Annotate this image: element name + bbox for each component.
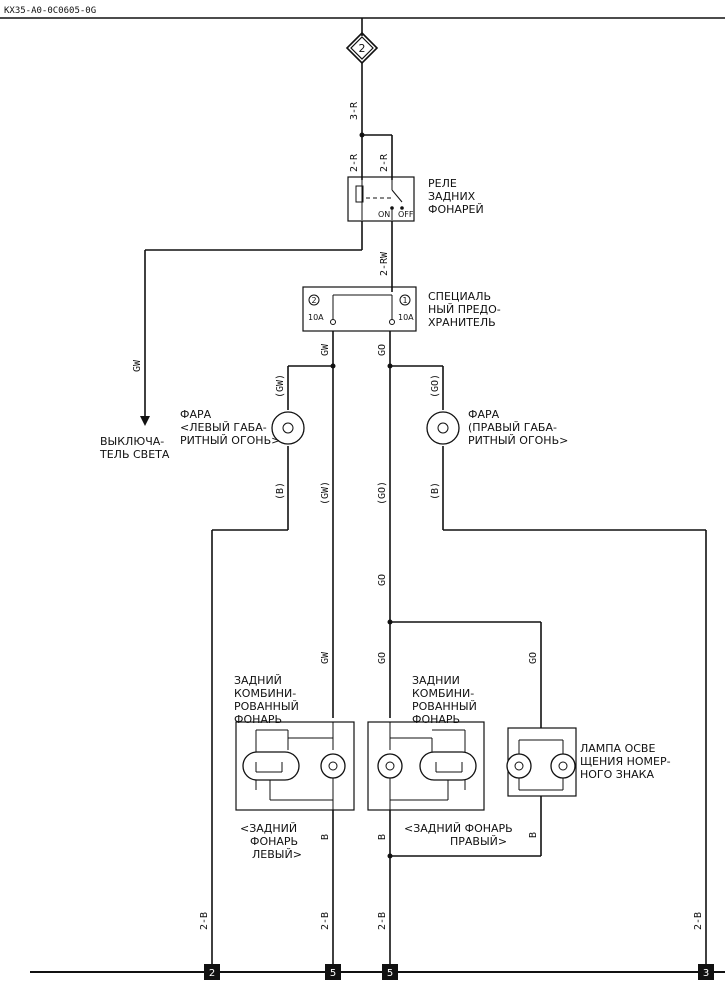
svg-text:ХРАНИТЕЛЬ: ХРАНИТЕЛЬ — [428, 316, 496, 329]
headlamp-left-bulb-icon — [271, 411, 305, 445]
svg-text:<ЗАДНИЙ ФОНАРЬ: <ЗАДНИЙ ФОНАРЬ — [404, 822, 513, 835]
rear-right-lamp-label: ЗАДНИИ КОМБИНИ- РОВАННЫЙ ФОНАРЬ — [412, 674, 477, 726]
headlamp-right-label: ФАРА (ПРАВЫЙ ГАБА- РИТНЫЙ ОГОНЬ> — [468, 408, 568, 447]
svg-text:<ЗАДНИЙ: <ЗАДНИЙ — [240, 822, 297, 835]
fuse-label: СПЕЦИАЛЬ НЫЙ ПРЕДО- ХРАНИТЕЛЬ — [428, 290, 501, 329]
special-fuse: 2 1 10A 10A — [302, 286, 417, 332]
wire-GO-rear: GO — [377, 652, 388, 664]
svg-text:ФОНАРЬ: ФОНАРЬ — [250, 835, 298, 848]
document-code: KX35-A0-0C0605-0G — [4, 6, 96, 16]
svg-text:2: 2 — [359, 42, 366, 55]
headlamp-left-label: ФАРА <ЛЕВЫЙ ГАБА- РИТНЫЙ ОГОНЬ> — [180, 408, 280, 447]
svg-text:ФОНАРЬ: ФОНАРЬ — [234, 713, 282, 726]
svg-text:OFF: OFF — [398, 210, 414, 219]
svg-text:(ПРАВЫЙ ГАБА-: (ПРАВЫЙ ГАБА- — [468, 421, 557, 434]
svg-text:РИТНЫЙ ОГОНЬ>: РИТНЫЙ ОГОНЬ> — [180, 434, 280, 447]
wire-B-rear-left: B — [320, 834, 331, 840]
wire-2B-3: 2-B — [377, 912, 388, 930]
svg-text:10A: 10A — [308, 313, 324, 322]
ground-connector-2: 5 — [325, 964, 341, 980]
rear-right-combination-lamp — [367, 721, 485, 811]
svg-text:5: 5 — [330, 968, 336, 979]
wire-B-lamp-right: (B) — [430, 482, 441, 500]
wire-GW-mid: (GW) — [320, 481, 331, 505]
svg-text:ФОНАРЬ: ФОНАРЬ — [412, 713, 460, 726]
wire-GW-lamp-left: (GW) — [275, 374, 286, 398]
wire-B-lamp-left: (B) — [275, 482, 286, 500]
wire-GO-lamp-right: (GO) — [430, 374, 441, 398]
wire-B-rear-right: B — [377, 834, 388, 840]
license-plate-lamp — [506, 727, 577, 797]
svg-text:5: 5 — [387, 968, 393, 979]
wire-GW-rear: GW — [320, 651, 331, 664]
svg-text:10A: 10A — [398, 313, 414, 322]
ground-connector-3: 5 — [382, 964, 398, 980]
svg-text:ФОНАРЕЙ: ФОНАРЕЙ — [428, 203, 484, 216]
ground-connector-1: 2 — [204, 964, 220, 980]
wire-B-plate: B — [528, 832, 539, 838]
source-connector-2: 2 — [345, 31, 379, 65]
svg-text:ЗАДНИИ: ЗАДНИИ — [412, 674, 460, 687]
svg-text:НОГО ЗНАКА: НОГО ЗНАКА — [580, 768, 654, 781]
svg-text:КОМБИНИ-: КОМБИНИ- — [412, 687, 474, 700]
svg-text:ЗАДНИХ: ЗАДНИХ — [428, 190, 476, 203]
svg-text:2: 2 — [311, 296, 316, 305]
wire-2B-4: 2-B — [693, 912, 704, 930]
relay-label: РЕЛЕ ЗАДНИХ ФОНАРЕЙ — [428, 177, 484, 216]
svg-text:ФАРА: ФАРА — [468, 408, 500, 421]
wire-2R-left: 2-R — [349, 153, 360, 172]
svg-text:<ЛЕВЫЙ ГАБА-: <ЛЕВЫЙ ГАБА- — [180, 421, 267, 434]
wire-GO-plate: GO — [528, 652, 539, 664]
svg-text:ЩЕНИЯ НОМЕР-: ЩЕНИЯ НОМЕР- — [580, 755, 671, 768]
wire-2B-2: 2-B — [320, 912, 331, 930]
wire-GW-fuse: GW — [320, 343, 331, 356]
rear-lamp-relay: ON OFF — [347, 176, 415, 222]
light-switch-label: ВЫКЛЮЧА- ТЕЛЬ СВЕТА — [99, 435, 170, 461]
rear-left-lamp-label: ЗАДНИЙ КОМБИНИ- РОВАННЫЙ ФОНАРЬ — [234, 674, 299, 726]
wire-GO-mid: (GO) — [377, 481, 388, 505]
wire-GO-mid2: GO — [377, 574, 388, 586]
rear-left-combination-lamp — [235, 721, 355, 811]
wire-3R: 3-R — [349, 101, 360, 120]
svg-text:НЫЙ ПРЕДО-: НЫЙ ПРЕДО- — [428, 303, 501, 316]
svg-text:ЛАМПА ОСВЕ: ЛАМПА ОСВЕ — [580, 742, 655, 755]
wire-GW-switch: GW — [132, 359, 143, 372]
svg-text:ТЕЛЬ СВЕТА: ТЕЛЬ СВЕТА — [99, 448, 170, 461]
svg-text:РОВАННЫЙ: РОВАННЫЙ — [412, 700, 477, 713]
svg-text:ПРАВЫЙ>: ПРАВЫЙ> — [450, 835, 507, 848]
svg-text:КОМБИНИ-: КОМБИНИ- — [234, 687, 296, 700]
svg-text:ВЫКЛЮЧА-: ВЫКЛЮЧА- — [100, 435, 164, 448]
svg-text:1: 1 — [402, 296, 407, 305]
svg-text:ЗАДНИЙ: ЗАДНИЙ — [234, 674, 282, 687]
license-plate-lamp-label: ЛАМПА ОСВЕ ЩЕНИЯ НОМЕР- НОГО ЗНАКА — [580, 742, 671, 781]
headlamp-right-bulb-icon — [426, 411, 460, 445]
svg-text:РЕЛЕ: РЕЛЕ — [428, 177, 457, 190]
svg-text:2: 2 — [209, 968, 215, 979]
svg-text:ФАРА: ФАРА — [180, 408, 212, 421]
rear-left-caption: <ЗАДНИЙ ФОНАРЬ ЛЕВЫЙ> — [240, 822, 302, 861]
wire-2B-1: 2-B — [199, 912, 210, 930]
wire-GO-fuse: GO — [377, 344, 388, 356]
wire-2R-right: 2-R — [379, 153, 390, 172]
ground-connector-4: 3 — [698, 964, 714, 980]
svg-text:ЛЕВЫЙ>: ЛЕВЫЙ> — [252, 848, 302, 861]
svg-text:СПЕЦИАЛЬ: СПЕЦИАЛЬ — [428, 290, 491, 303]
svg-text:ON: ON — [378, 210, 390, 219]
svg-text:РИТНЫЙ ОГОНЬ>: РИТНЫЙ ОГОНЬ> — [468, 434, 568, 447]
wire-2RW: 2-RW — [379, 251, 390, 276]
svg-text:РОВАННЫЙ: РОВАННЫЙ — [234, 700, 299, 713]
svg-text:3: 3 — [703, 968, 709, 979]
rear-right-caption: <ЗАДНИЙ ФОНАРЬ ПРАВЫЙ> — [404, 822, 513, 848]
